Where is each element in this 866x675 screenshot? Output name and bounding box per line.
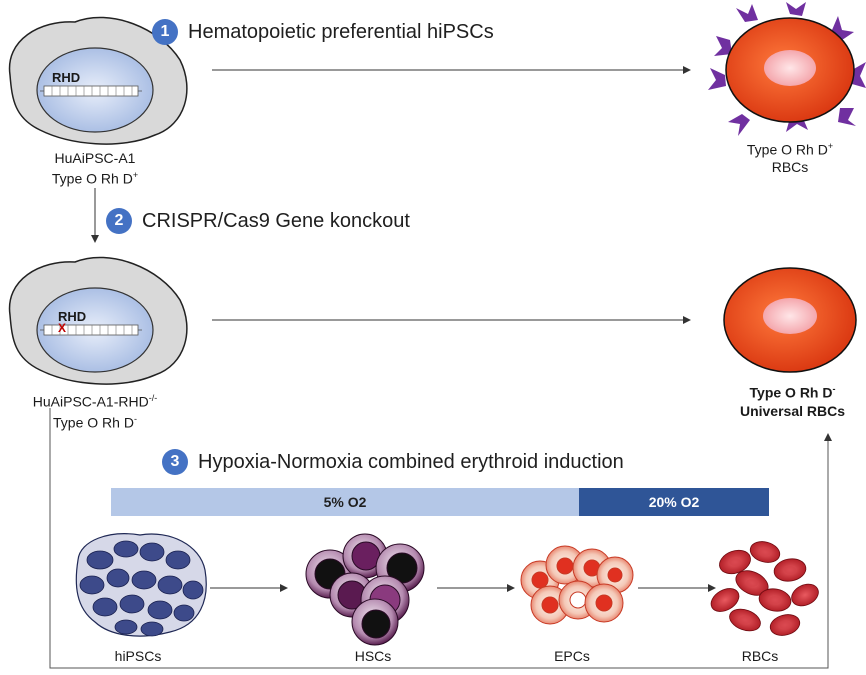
top-cell-label: HuAiPSC-A1 Type O Rh D+ xyxy=(40,150,150,188)
top-cell-type-sup: + xyxy=(132,170,139,180)
ko-cell-type: Type O Rh D- xyxy=(20,411,170,432)
rbc-positive-type-sup: + xyxy=(827,141,834,151)
epc-cluster-image xyxy=(520,545,634,625)
rhd-gene-strip-ko xyxy=(40,324,142,336)
rbc-rhd-positive xyxy=(708,2,866,136)
step-2-title: CRISPR/Cas9 Gene konckout xyxy=(142,210,410,232)
rbc-universal xyxy=(723,267,857,373)
rbc-universal-label: Type O Rh D- Universal RBCs xyxy=(725,380,860,420)
arrow-loop-bottom xyxy=(49,408,832,669)
rbc-cluster-image xyxy=(710,541,819,636)
rbc-positive-type: Type O Rh D+ xyxy=(730,138,850,159)
rbc-positive-type-text: Type O Rh D xyxy=(746,141,828,158)
rbc-universal-type: Type O Rh D- xyxy=(725,380,860,402)
ko-cell-name-sup: -/- xyxy=(148,393,158,403)
top-cell-name: HuAiPSC-A1 xyxy=(54,150,136,166)
ko-cell-name-text: HuAiPSC-A1-RHD xyxy=(32,393,149,410)
hipsc-cell-top xyxy=(8,16,188,145)
gene-label-ko: RHD xyxy=(58,309,87,324)
rbc-positive-label: Type O Rh D+ RBCs xyxy=(730,138,850,176)
step-3-title: Hypoxia-Normoxia combined erythroid indu… xyxy=(198,451,624,473)
normoxia-bar: 20% O2 xyxy=(579,488,769,516)
rbc-universal-name: Universal RBCs xyxy=(739,402,846,419)
hipsc-colony-image xyxy=(75,533,207,637)
rbc-universal-type-sup: - xyxy=(832,384,836,394)
rbc-positive-name: RBCs xyxy=(771,158,809,175)
step-1-badge: 1 xyxy=(152,19,178,45)
stage-label-hipscs: hiPSCs xyxy=(114,648,162,664)
hypoxia-bar: 5% O2 xyxy=(111,488,579,516)
rbc-universal-type-text: Type O Rh D xyxy=(749,384,833,401)
hsc-cluster-image xyxy=(305,533,425,646)
top-cell-type-text: Type O Rh D xyxy=(51,170,133,187)
ko-cell-name: HuAiPSC-A1-RHD-/- xyxy=(20,390,170,411)
hipsc-cell-ko xyxy=(8,256,188,385)
stage-label-hscs: HSCs xyxy=(354,648,392,664)
stage-label-epcs: EPCs xyxy=(554,648,590,664)
gene-label-top: RHD xyxy=(52,70,81,85)
ko-cell-label: HuAiPSC-A1-RHD-/- Type O Rh D- xyxy=(20,390,170,431)
knockout-mark: X xyxy=(58,321,67,335)
step-2-badge: 2 xyxy=(106,208,132,234)
top-cell-type: Type O Rh D+ xyxy=(40,167,150,188)
step-1-title: Hematopoietic preferential hiPSCs xyxy=(188,21,494,43)
ko-cell-type-text: Type O Rh D xyxy=(53,414,134,431)
stage-label-rbcs: RBCs xyxy=(741,648,779,664)
step-3-badge: 3 xyxy=(162,449,188,475)
ko-cell-type-sup: - xyxy=(133,413,137,424)
rhd-gene-strip xyxy=(40,85,142,97)
